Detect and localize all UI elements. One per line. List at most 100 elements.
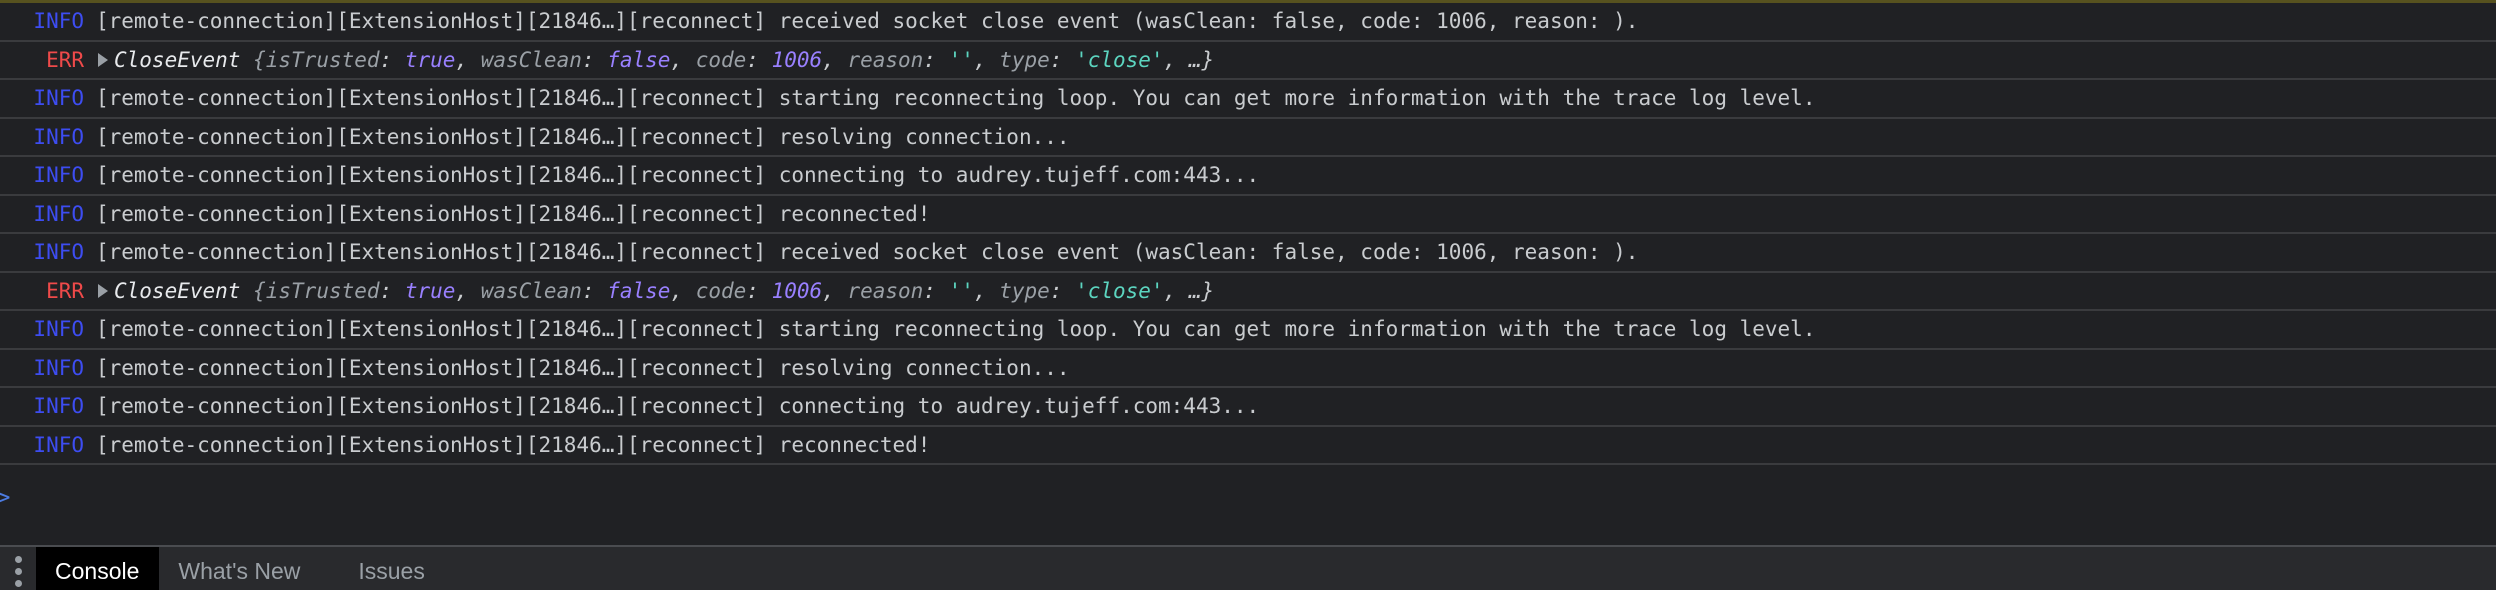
console-info-row: INFO [remote-connection][ExtensionHost][2…	[0, 311, 2496, 350]
object-token: ,	[822, 47, 848, 72]
object-token: false	[607, 278, 671, 303]
object-token: ,	[822, 278, 848, 303]
object-token: ,	[455, 278, 481, 303]
object-token: ,	[973, 278, 1000, 303]
close-event-object[interactable]: CloseEvent {isTrusted: true, wasClean: f…	[114, 279, 1214, 303]
object-token: {	[253, 47, 266, 72]
tab-console[interactable]: Console	[36, 547, 160, 590]
log-message: [remote-connection][ExtensionHost][21846…	[96, 163, 1260, 188]
log-level-label: INFO	[33, 86, 84, 111]
console-error-row: ERR CloseEvent {isTrusted: true, wasClean…	[0, 42, 2496, 80]
console-messages: INFO [remote-connection][ExtensionHost][2…	[0, 3, 2496, 465]
object-token: CloseEvent	[114, 278, 241, 303]
object-token: …	[1188, 47, 1202, 72]
object-token: ,	[1163, 278, 1189, 303]
tab-label: Console	[55, 558, 140, 584]
object-token: reason	[847, 278, 924, 303]
object-token: 1006	[771, 278, 823, 303]
object-token: …	[1188, 278, 1202, 303]
object-token: 1006	[771, 47, 823, 72]
object-token: }	[1201, 47, 1215, 72]
object-token: code	[695, 278, 747, 303]
object-token: :	[581, 278, 608, 303]
object-token: ,	[670, 278, 696, 303]
object-token: isTrusted	[265, 47, 380, 72]
object-token: true	[404, 278, 456, 303]
log-message: [remote-connection][ExtensionHost][21846…	[96, 394, 1260, 419]
tab-issues[interactable]: Issues	[320, 547, 444, 590]
log-level-label: INFO	[33, 355, 84, 380]
object-token: }	[1201, 278, 1215, 303]
object-token: :	[379, 278, 405, 303]
console-info-row: INFO [remote-connection][ExtensionHost][2…	[0, 80, 2496, 119]
close-event-object[interactable]: CloseEvent {isTrusted: true, wasClean: f…	[114, 48, 1214, 72]
console-info-row: INFO [remote-connection][ExtensionHost][2…	[0, 157, 2496, 196]
log-level-label: ERR	[46, 47, 84, 72]
object-token: 'close'	[1075, 47, 1164, 72]
console-error-row: ERR CloseEvent {isTrusted: true, wasClean…	[0, 273, 2496, 311]
object-token: ,	[455, 47, 481, 72]
object-token: 'close'	[1075, 278, 1164, 303]
object-token: :	[581, 47, 608, 72]
console-info-row: INFO [remote-connection][ExtensionHost][2…	[0, 119, 2496, 157]
object-token: ,	[973, 47, 1000, 72]
tab-label: What's New	[178, 558, 301, 584]
object-token: :	[923, 278, 949, 303]
log-level-label: INFO	[33, 432, 84, 457]
drawer-tab-bar: Console What's New Issues	[0, 545, 2496, 590]
vertical-ellipsis-icon[interactable]	[0, 547, 36, 590]
object-token	[240, 48, 253, 72]
log-message: [remote-connection][ExtensionHost][21846…	[96, 86, 1816, 111]
object-token: CloseEvent	[114, 47, 241, 72]
console-info-row: INFO [remote-connection][ExtensionHost][2…	[0, 350, 2496, 388]
console-panel: INFO [remote-connection][ExtensionHost][2…	[0, 0, 2496, 548]
object-token: code	[695, 47, 747, 72]
expand-triangle-icon[interactable]	[98, 283, 108, 298]
object-token: wasClean	[480, 47, 582, 72]
object-token: :	[1049, 47, 1076, 72]
object-token: ,	[1163, 47, 1189, 72]
log-message: [remote-connection][ExtensionHost][21846…	[96, 124, 1070, 149]
log-level-label: ERR	[46, 278, 84, 303]
log-level-label: INFO	[33, 124, 84, 149]
log-message: [remote-connection][ExtensionHost][21846…	[96, 9, 1639, 34]
object-token: :	[746, 278, 772, 303]
object-token: type	[999, 278, 1050, 303]
object-token: wasClean	[480, 278, 582, 303]
log-level-label: INFO	[33, 317, 84, 342]
object-token: true	[404, 47, 456, 72]
log-level-label: INFO	[33, 240, 84, 265]
object-token: :	[1049, 278, 1076, 303]
log-level-label: INFO	[33, 201, 84, 226]
object-token: reason	[847, 47, 924, 72]
console-info-row: INFO [remote-connection][ExtensionHost][2…	[0, 196, 2496, 234]
log-message: [remote-connection][ExtensionHost][21846…	[96, 317, 1816, 342]
log-level-label: INFO	[33, 394, 84, 419]
console-input[interactable]	[0, 478, 2496, 548]
object-token: ''	[948, 278, 974, 303]
log-message: [remote-connection][ExtensionHost][21846…	[96, 355, 1070, 380]
prompt-caret-icon: >	[0, 483, 11, 511]
object-token: {	[253, 278, 266, 303]
object-token: isTrusted	[265, 278, 380, 303]
object-token: :	[923, 47, 949, 72]
object-token: :	[746, 47, 772, 72]
tab-label: Issues	[358, 558, 425, 584]
log-message: [remote-connection][ExtensionHost][21846…	[96, 432, 931, 457]
log-message: [remote-connection][ExtensionHost][21846…	[96, 240, 1639, 265]
object-token: type	[999, 47, 1050, 72]
object-token: :	[379, 47, 405, 72]
console-info-row: INFO [remote-connection][ExtensionHost][2…	[0, 234, 2496, 273]
log-message: [remote-connection][ExtensionHost][21846…	[96, 201, 931, 226]
console-info-row: INFO [remote-connection][ExtensionHost][2…	[0, 388, 2496, 427]
tab-whats-new[interactable]: What's New	[159, 547, 320, 590]
object-token	[240, 279, 253, 303]
console-info-row: INFO [remote-connection][ExtensionHost][2…	[0, 3, 2496, 42]
expand-triangle-icon[interactable]	[98, 52, 108, 67]
log-level-label: INFO	[33, 9, 84, 34]
object-token: ''	[948, 47, 974, 72]
object-token: ,	[670, 47, 696, 72]
log-level-label: INFO	[33, 163, 84, 188]
object-token: false	[607, 47, 671, 72]
console-info-row: INFO [remote-connection][ExtensionHost][2…	[0, 427, 2496, 465]
